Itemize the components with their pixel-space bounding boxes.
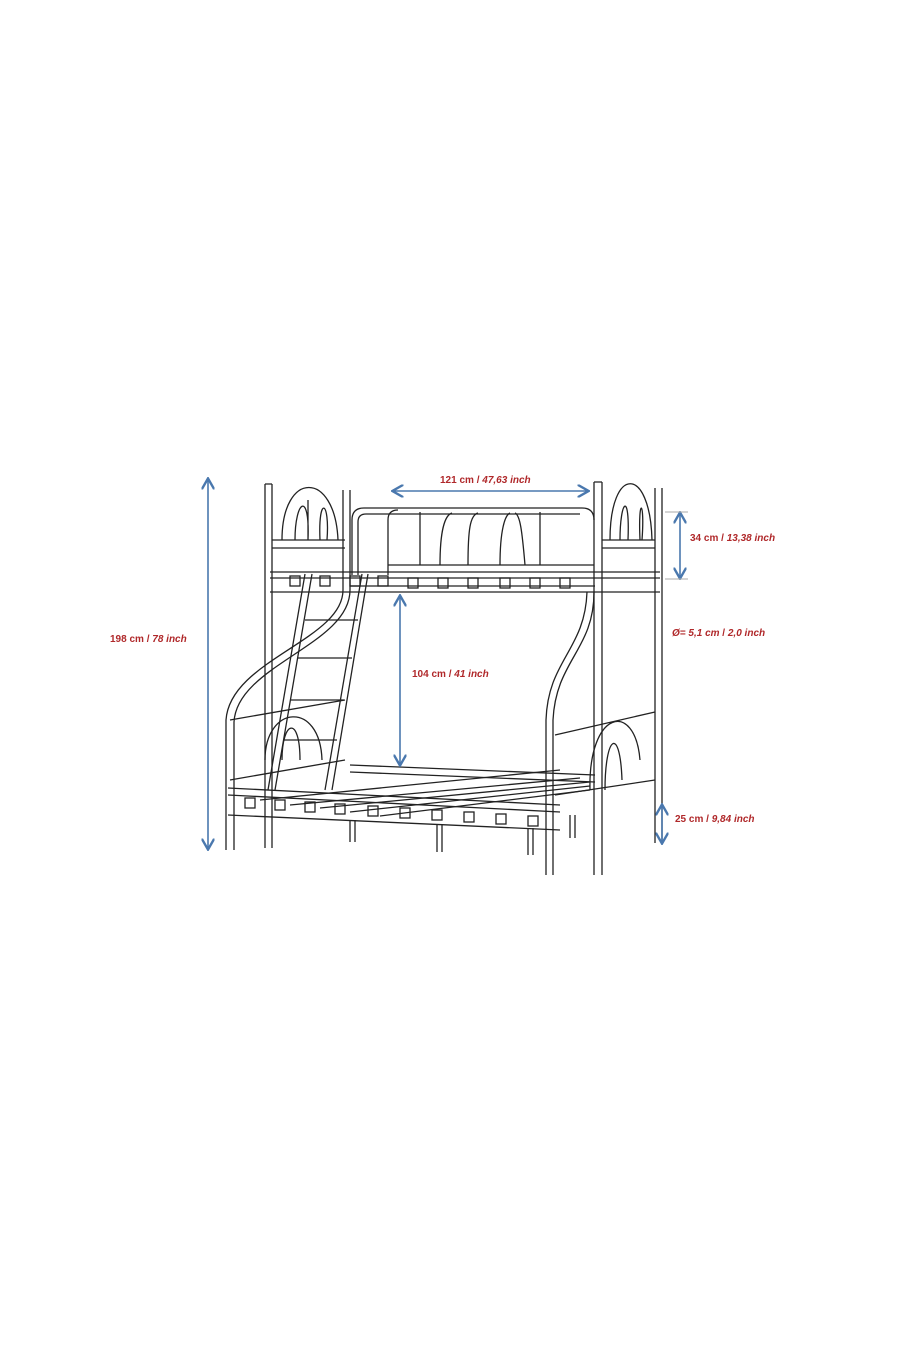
tube-diameter-label: Ø= 5,1 cm / 2,0 inch (672, 628, 766, 639)
dimension-arrows (208, 480, 688, 848)
clearance-label: 104 cm / 41 inch (412, 669, 489, 680)
floor-clearance-label: 25 cm / 9,84 inch (675, 814, 755, 825)
guardrail-label: 34 cm / 13,38 inch (690, 533, 776, 544)
width-label: 121 cm / 47,63 inch (440, 475, 531, 486)
height-label: 198 cm / 78 inch (110, 634, 187, 645)
top-frame-ornaments (289, 575, 571, 589)
bed-frame (225, 481, 663, 875)
lower-frame-ornaments (244, 797, 539, 827)
